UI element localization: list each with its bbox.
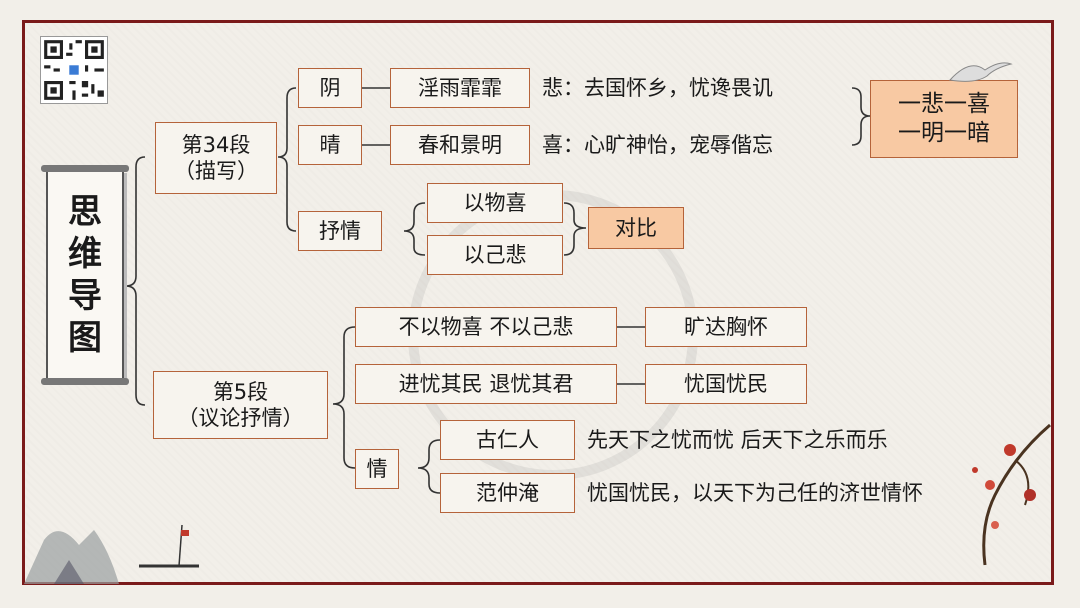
root-char: 维 [68,234,102,274]
root-char: 图 [68,318,102,358]
qr-code-icon [40,36,108,104]
root-char: 导 [68,276,102,316]
node-label: 第34段 [181,132,251,157]
plum-blossom-icon [972,423,1051,566]
crane-icon [949,62,1013,82]
node-row1: 不以物喜 不以己悲 [355,307,617,347]
node-paragraph-5: 第5段 （议论抒情） [153,371,328,439]
node-row2: 进忧其民 退忧其君 [355,364,617,404]
node-label: （描写） [174,159,258,183]
node-qing-sunny: 晴 [298,125,362,165]
summary-line: 一明一暗 [898,120,990,146]
node-contrast: 对比 [588,207,684,249]
node-paragraph-3-4: 第34段 （描写） [155,122,277,194]
node-yijibei: 以己悲 [427,235,563,275]
node-row1-result: 旷达胸怀 [645,307,807,347]
node-gurenren: 古仁人 [440,420,575,460]
fanzhongyan-quote: 忧国忧民，以天下为己任的济世情怀 [587,481,923,505]
node-yin: 阴 [298,68,362,108]
node-label: 第5段 [212,379,269,404]
node-fanzhongyan: 范仲淹 [440,473,575,513]
node-shuqing: 抒情 [298,211,382,251]
root-title-scroll: 思 维 导 图 [41,165,129,385]
node-qing-emotion: 情 [355,449,399,489]
yin-mood-text: 悲：去国怀乡，忧谗畏讥 [542,76,773,100]
node-yiwuxi: 以物喜 [427,183,563,223]
summary-line: 一悲一喜 [898,91,990,118]
node-label: （议论抒情） [177,406,304,430]
node-row2-result: 忧国忧民 [645,364,807,404]
gurenren-quote: 先天下之忧而忧 后天下之乐而乐 [587,428,888,452]
qing-mood-text: 喜：心旷神怡，宠辱偕忘 [542,133,773,157]
root-char: 思 [68,192,102,232]
node-yin-scene: 淫雨霏霏 [390,68,530,108]
node-qing-scene: 春和景明 [390,125,530,165]
node-summary: 一悲一喜 一明一暗 [870,80,1018,158]
landscape-painting-icon [24,524,199,584]
